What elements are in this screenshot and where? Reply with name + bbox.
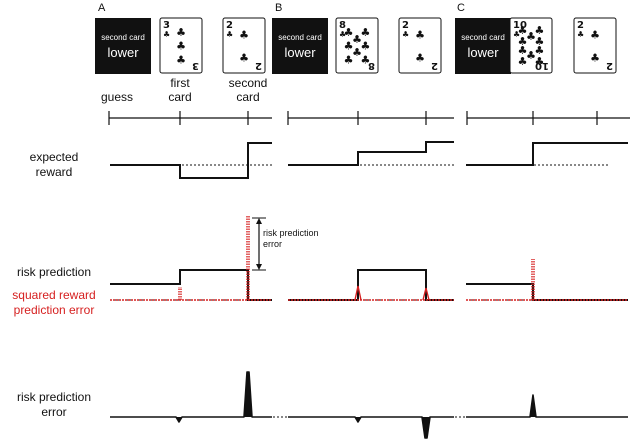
panel-letter-b: B [275, 2, 282, 14]
expected-reward-trace-b [288, 141, 454, 166]
club-icon: ♣ [344, 40, 354, 53]
club-icon: ♣ [226, 30, 233, 39]
guess-box-c: second card lower [455, 18, 511, 74]
guess-box-b: second card lower [272, 18, 328, 74]
rpe-trace-a [110, 371, 272, 423]
club-icon: ♣ [239, 29, 249, 42]
club-icon: ♣ [402, 30, 409, 39]
card-rank-inverted: 8 [368, 60, 375, 71]
playing-card: 2♣2♣♣ [398, 17, 442, 74]
playing-card: 10♣10♣♣♣♣♣♣♣♣♣♣ [509, 17, 553, 74]
guess-box-c-line2: lower [467, 45, 499, 60]
club-icon: ♣ [518, 55, 528, 68]
card-face [573, 17, 617, 74]
club-icon: ♣ [534, 35, 544, 48]
panel-letter-a: A [98, 2, 106, 14]
card-face [509, 17, 553, 74]
playing-card: 3♣3♣♣♣ [159, 17, 203, 74]
card-rank: 10 [513, 20, 527, 31]
card-rank: 2 [402, 20, 409, 31]
risk-prediction-traces [110, 269, 628, 301]
card-rank: 8 [339, 20, 346, 31]
club-icon: ♣ [590, 29, 600, 42]
club-icon: ♣ [352, 46, 362, 59]
club-icon: ♣ [360, 53, 370, 66]
club-icon: ♣ [518, 35, 528, 48]
club-icon: ♣ [239, 52, 249, 65]
guess-box-a: second card lower [95, 18, 151, 74]
playing-card: 8♣8♣♣♣♣♣♣♣♣ [335, 17, 379, 74]
club-icon: ♣ [590, 52, 600, 65]
card-rank-inverted: 2 [606, 60, 613, 71]
club-icon: ♣ [344, 53, 354, 66]
club-icon: ♣ [415, 52, 425, 65]
guess-box-b-line2: lower [284, 45, 316, 60]
club-icon: ♣ [513, 30, 520, 39]
club-icon: ♣ [176, 26, 186, 39]
club-icon: ♣ [577, 30, 584, 39]
panel-letter-c: C [457, 2, 465, 14]
club-icon: ♣ [526, 49, 536, 62]
squared-rpe-traces [110, 215, 628, 301]
card-rank: 2 [577, 20, 584, 31]
club-icon: ♣ [339, 30, 346, 39]
club-icon: ♣ [176, 53, 186, 66]
club-icon: ♣ [176, 40, 186, 53]
club-icon: ♣ [534, 44, 544, 57]
card-rank: 2 [226, 20, 233, 31]
guess-box-a-line2: lower [107, 45, 139, 60]
club-icon: ♣ [415, 29, 425, 42]
club-icon: ♣ [360, 40, 370, 53]
playing-card: 2♣2♣♣ [222, 17, 266, 74]
card-face [159, 17, 203, 74]
club-icon: ♣ [518, 44, 528, 57]
timeline-axes [108, 111, 630, 125]
card-rank-inverted: 2 [255, 60, 262, 71]
club-icon: ♣ [534, 55, 544, 68]
risk-prediction-error-traces [110, 371, 628, 439]
row-label-risk-prediction: risk prediction [17, 265, 91, 279]
club-icon: ♣ [518, 24, 528, 37]
club-icon: ♣ [360, 26, 370, 39]
card-face [222, 17, 266, 74]
guess-box-a-line1: second card [101, 33, 145, 42]
playing-cards: 3♣3♣♣♣2♣2♣♣8♣8♣♣♣♣♣♣♣♣2♣2♣♣10♣10♣♣♣♣♣♣♣♣… [159, 17, 617, 74]
risk-prediction-trace-c [466, 283, 628, 301]
card-rank-inverted: 10 [535, 60, 549, 71]
club-icon: ♣ [352, 33, 362, 46]
club-icon: ♣ [526, 30, 536, 43]
squared-rpe-peak-a [246, 215, 250, 300]
expected-reward-trace-c [466, 142, 628, 166]
card-rank-inverted: 2 [431, 60, 438, 71]
expected-reward-trace-a [110, 142, 272, 179]
club-icon: ♣ [344, 26, 354, 39]
card-rank: 3 [163, 20, 170, 31]
expected-reward-traces [110, 141, 628, 179]
rpe-trace-c [466, 394, 628, 418]
club-icon: ♣ [534, 24, 544, 37]
card-rank-inverted: 3 [192, 60, 199, 71]
event-label-guess: guess [101, 90, 133, 104]
club-icon: ♣ [163, 30, 170, 39]
rpe-trace-b [288, 416, 454, 439]
risk-prediction-trace-b [288, 269, 454, 301]
card-face [398, 17, 442, 74]
card-face [335, 17, 379, 74]
guess-box-c-line1: second card [461, 33, 505, 42]
playing-card: 2♣2♣♣ [573, 17, 617, 74]
guess-box-b-line1: second card [278, 33, 322, 42]
